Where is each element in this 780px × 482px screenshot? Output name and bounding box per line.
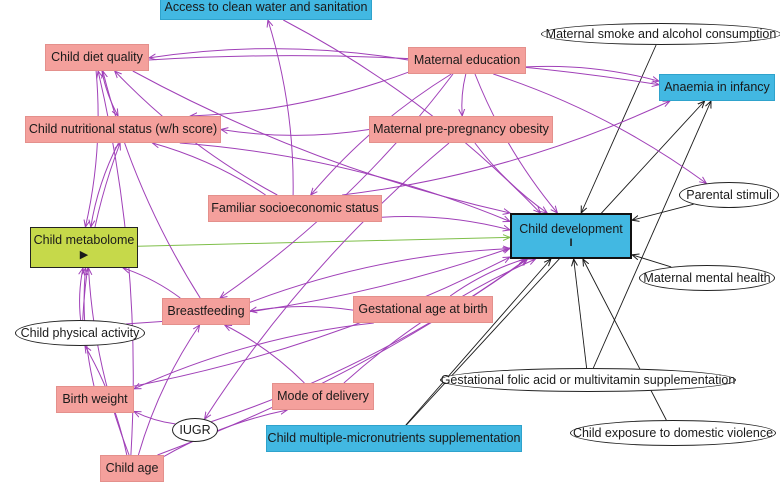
outcome-marker-icon: I	[569, 237, 573, 250]
node-maternal-obesity[interactable]: Maternal pre-pregnancy obesity	[369, 116, 553, 143]
edge-layer	[80, 20, 711, 457]
node-label: Child metabolome	[33, 233, 135, 248]
edge-child_micronutrients-to-child_development	[405, 259, 551, 426]
node-child-metabolome-exposure[interactable]: Child metabolome ▶	[30, 227, 138, 268]
node-label: Child exposure to domestic violence	[572, 425, 774, 440]
edge-child_diet-to-child_metabolome	[85, 70, 99, 227]
edge-child_nutritional-to-child_development	[179, 142, 510, 222]
edge-maternal_education-to-anaemia	[525, 65, 659, 81]
node-label: Familiar socioeconomic status	[211, 201, 379, 216]
node-child-exposure-domestic-violence[interactable]: Child exposure to domestic violence	[570, 420, 776, 446]
edge-maternal_education-to-maternal_obesity	[462, 73, 467, 116]
edge-maternal_education-to-breastfeeding	[220, 73, 454, 298]
edge-maternal_education-to-child_diet	[149, 48, 409, 61]
edge-iugr-to-birth_weight	[134, 411, 176, 425]
edge-breastfeeding-to-child_diet	[103, 71, 201, 299]
node-label: Mode of delivery	[277, 389, 369, 404]
edge-child_violence-to-child_development	[583, 259, 667, 421]
edge-gestational_age-to-breastfeeding	[250, 305, 354, 311]
edge-maternal_obesity-to-iugr	[205, 142, 450, 419]
node-label: Breastfeeding	[167, 304, 245, 319]
edge-birth_weight-to-child_development	[133, 257, 510, 387]
node-label: Birth weight	[62, 392, 128, 407]
edge-maternal_education-to-child_development	[474, 73, 557, 213]
node-label: Child nutritional status (w/h score)	[28, 122, 218, 137]
node-breastfeeding[interactable]: Breastfeeding	[162, 298, 250, 325]
node-label: Child development	[519, 221, 623, 236]
node-iugr[interactable]: IUGR	[172, 418, 218, 442]
node-label: Maternal mental health	[643, 270, 771, 285]
edge-child_diet-to-child_development	[132, 70, 510, 213]
node-label: IUGR	[179, 422, 211, 437]
node-label: Child age	[105, 461, 159, 476]
edge-gestational_folic-to-child_development	[574, 259, 588, 369]
node-label: Maternal smoke and alcohol consumption	[545, 26, 777, 41]
node-birth-weight[interactable]: Birth weight	[56, 386, 134, 413]
node-child-development-outcome[interactable]: Child development I	[510, 213, 632, 259]
edge-gestational_age-to-birth_weight	[134, 322, 374, 389]
edge-breastfeeding-to-child_development	[249, 249, 510, 303]
node-maternal-smoke-alcohol[interactable]: Maternal smoke and alcohol consumption	[541, 23, 780, 45]
node-mode-of-delivery[interactable]: Mode of delivery	[272, 383, 374, 410]
edge-maternal_education-to-parental_stimuli	[493, 73, 706, 183]
edge-maternal_smoke-to-child_development	[581, 44, 657, 213]
node-label: Maternal pre-pregnancy obesity	[373, 122, 549, 137]
dag-canvas	[0, 0, 780, 457]
edge-familiar_ses-to-child_nutritional	[152, 143, 266, 196]
edge-child_micronutrients-to-anaemia	[406, 101, 704, 426]
edge-child_nutritional-to-child_metabolome	[91, 142, 119, 227]
edge-maternal_obesity-to-child_nutritional	[221, 130, 370, 136]
node-maternal-mental-health[interactable]: Maternal mental health	[639, 265, 775, 291]
node-label: Child diet quality	[51, 50, 143, 65]
node-anaemia-in-infancy[interactable]: Anaemia in infancy	[659, 74, 775, 101]
node-maternal-education[interactable]: Maternal education	[408, 47, 526, 74]
node-label: Access to clean water and sanitation	[164, 0, 368, 14]
edge-child_metabolome-to-child_development	[137, 237, 510, 247]
node-child-diet-quality[interactable]: Child diet quality	[45, 44, 149, 71]
edge-child_activity-to-child_metabolome	[80, 268, 83, 321]
node-label: Child multiple-micronutrients supplement…	[267, 431, 521, 446]
edge-gestational_age-to-child_development	[449, 259, 525, 297]
node-child-micronutrients[interactable]: Child multiple-micronutrients supplement…	[266, 425, 522, 452]
node-access-to-clean-water[interactable]: Access to clean water and sanitation	[160, 0, 372, 20]
edge-breastfeeding-to-child_metabolome	[123, 268, 181, 299]
edge-familiar_ses-to-anaemia	[342, 101, 670, 196]
edge-child_age-to-mode_delivery	[163, 410, 287, 457]
edge-familiar_ses-to-access_water	[268, 20, 294, 196]
edge-familiar_ses-to-child_development	[381, 215, 510, 229]
edge-maternal_obesity-to-child_development	[474, 142, 547, 213]
node-label: Gestational folic acid or multivitamin s…	[440, 372, 736, 387]
node-child-age[interactable]: Child age	[100, 455, 164, 482]
node-child-physical-activity[interactable]: Child physical activity	[15, 320, 145, 346]
edge-child_age-to-breastfeeding	[137, 325, 199, 456]
edge-child_age-to-child_metabolome	[89, 268, 130, 456]
node-familiar-ses[interactable]: Familiar socioeconomic status	[208, 195, 382, 222]
node-child-nutritional-status[interactable]: Child nutritional status (w/h score)	[25, 116, 221, 143]
node-gestational-age[interactable]: Gestational age at birth	[353, 296, 493, 323]
node-label: Anaemia in infancy	[664, 80, 770, 95]
exposure-marker-icon: ▶	[79, 248, 89, 261]
edge-maternal_education-to-child_nutritional	[190, 71, 409, 116]
edge-mode_delivery-to-breastfeeding	[225, 325, 305, 384]
node-label: Parental stimuli	[686, 187, 772, 202]
node-label: Maternal education	[413, 53, 521, 68]
node-label: Gestational age at birth	[358, 302, 488, 317]
edge-gestational_folic-to-anaemia	[592, 101, 711, 369]
edge-child_diet-to-anaemia	[148, 55, 659, 85]
edge-parental_stimuli-to-child_development	[632, 203, 694, 220]
node-gestational-folic-acid[interactable]: Gestational folic acid or multivitamin s…	[440, 368, 736, 392]
edge-maternal_mental-to-child_development	[632, 255, 672, 268]
node-label: Child physical activity	[20, 325, 140, 340]
node-parental-stimuli[interactable]: Parental stimuli	[679, 182, 779, 208]
